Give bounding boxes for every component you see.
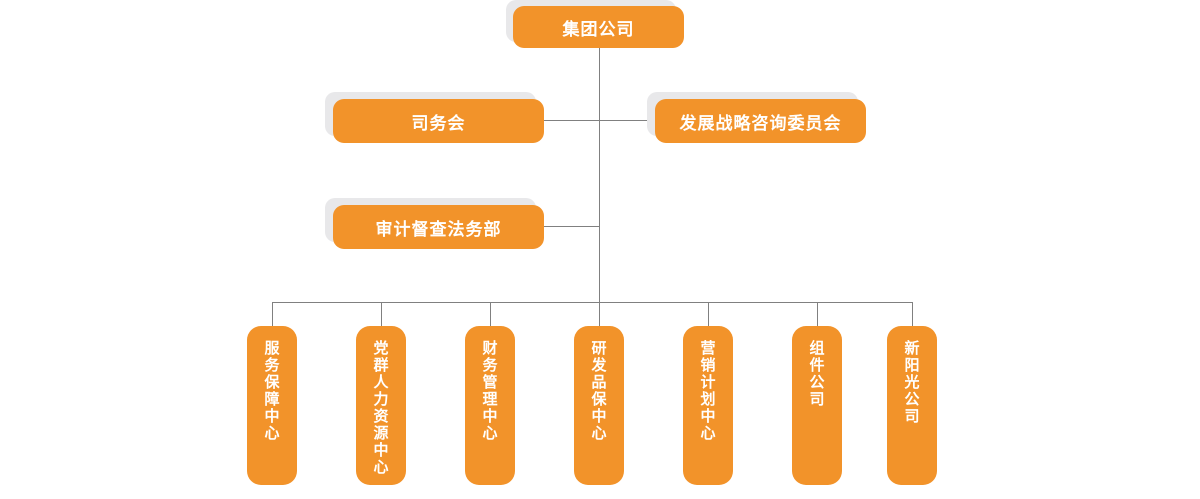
connector-trunk-vertical	[599, 48, 600, 302]
node-department-4-label: 研发品保中心	[589, 340, 608, 442]
node-staff-left-2-label: 审计督查法务部	[375, 219, 502, 240]
node-staff-right-1[interactable]: 发展战略咨询委员会	[655, 99, 866, 143]
node-root[interactable]: 集团公司	[513, 6, 684, 48]
node-staff-left-2[interactable]: 审计督查法务部	[333, 205, 544, 249]
connector-drop-1	[272, 302, 273, 327]
connector-drop-6	[817, 302, 818, 327]
connector-drop-4	[599, 302, 600, 327]
node-department-1-label: 服务保障中心	[262, 340, 281, 442]
node-department-5[interactable]: 营销计划中心	[683, 326, 733, 485]
connector-staff-level-2	[544, 226, 600, 227]
node-staff-right-1-label: 发展战略咨询委员会	[679, 113, 842, 134]
connector-staff-level-1	[544, 120, 654, 121]
node-department-1[interactable]: 服务保障中心	[247, 326, 297, 485]
connector-drop-2	[381, 302, 382, 327]
node-department-3-label: 财务管理中心	[480, 340, 499, 442]
node-department-2[interactable]: 党群人力资源中心	[356, 326, 406, 485]
connector-department-bus	[272, 302, 913, 303]
node-department-6-label: 组件公司	[807, 340, 826, 408]
node-department-7-label: 新阳光公司	[902, 340, 921, 425]
node-department-6[interactable]: 组件公司	[792, 326, 842, 485]
node-department-5-label: 营销计划中心	[698, 340, 717, 442]
connector-drop-3	[490, 302, 491, 327]
node-staff-left-1-label: 司务会	[411, 113, 466, 134]
connector-drop-5	[708, 302, 709, 327]
node-root-label: 集团公司	[562, 19, 635, 40]
node-department-3[interactable]: 财务管理中心	[465, 326, 515, 485]
node-department-4[interactable]: 研发品保中心	[574, 326, 624, 485]
node-staff-left-1[interactable]: 司务会	[333, 99, 544, 143]
node-department-2-label: 党群人力资源中心	[371, 340, 390, 476]
connector-drop-7	[912, 302, 913, 327]
node-department-7[interactable]: 新阳光公司	[887, 326, 937, 485]
